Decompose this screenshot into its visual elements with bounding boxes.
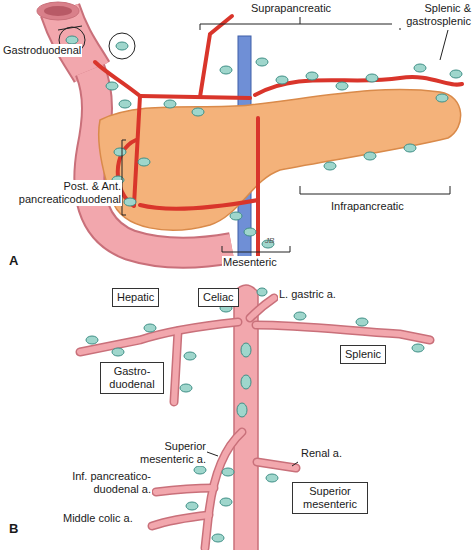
anatomy-label: Mesenteric: [222, 256, 278, 269]
anatomy-label: L. gastric a.: [278, 288, 337, 301]
anatomy-label: Suprapancreatic: [250, 2, 332, 15]
lymph-group-box: Splenic: [340, 345, 386, 364]
panel-letter: B: [8, 522, 19, 535]
anatomy-label: Gastroduodenal: [2, 44, 82, 57]
anatomy-label: Renal a.: [300, 447, 343, 460]
box-label: Splenic: [345, 348, 381, 361]
anatomy-label: Superior mesenteric a.: [125, 440, 207, 466]
anatomy-label: Infrapancreatic: [330, 200, 405, 213]
anatomy-label: Middle colic a.: [62, 512, 134, 525]
panel-letter: A: [8, 254, 19, 267]
anatomy-label: Post. & Ant. pancreaticoduodenal: [4, 180, 122, 206]
box-label: Gastro- duodenal: [105, 365, 159, 391]
lymph-group-box: Gastro- duodenal: [100, 362, 164, 394]
box-label: Hepatic: [117, 291, 154, 304]
anatomy-label: Inf. pancreatico- duodenal a.: [58, 470, 152, 496]
anatomy-label: Splenic & gastrosplenic: [392, 2, 472, 28]
box-label: Superior mesenteric: [297, 485, 363, 511]
artist-signature: JB: [264, 236, 275, 245]
lymph-group-box: Superior mesenteric: [292, 482, 368, 514]
box-label: Celiac: [203, 291, 234, 304]
lymph-group-box: Hepatic: [112, 288, 159, 307]
lymph-group-box: Celiac: [198, 288, 239, 307]
